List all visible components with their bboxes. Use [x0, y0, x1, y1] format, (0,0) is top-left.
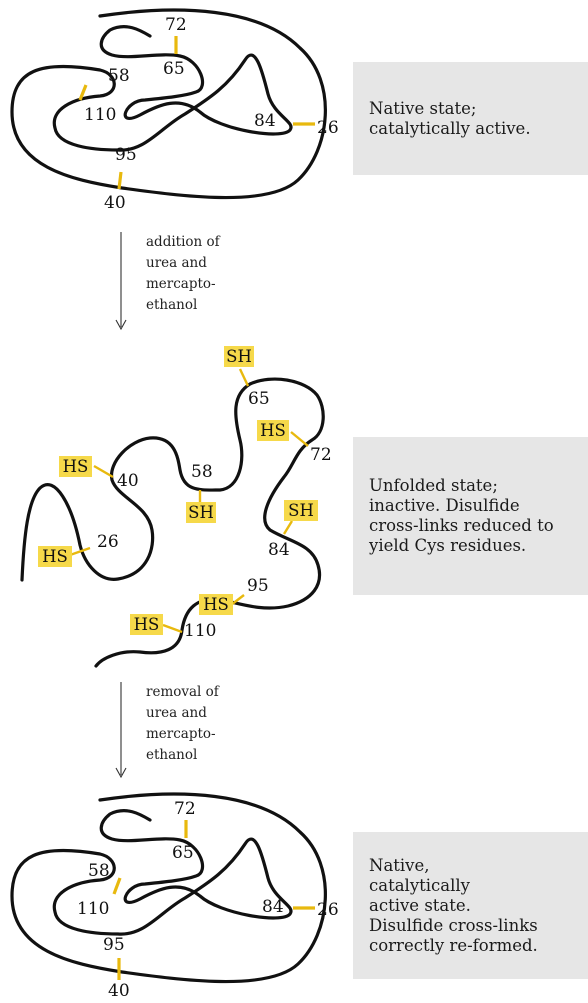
caption-line: Unfolded state; — [369, 476, 498, 495]
step-1-line-4: ethanol — [146, 297, 197, 313]
caption-line: Disulfide cross-links — [369, 915, 538, 935]
residue-72: 72 — [174, 799, 196, 819]
step-1-line-2: urea and — [146, 255, 207, 271]
native-state-caption: Native state; catalytically active. — [353, 62, 588, 175]
svg-text:HS: HS — [134, 615, 160, 634]
step-1-line-1: addition of — [146, 234, 221, 250]
residue-110: 110 — [184, 621, 216, 641]
residue-26: 26 — [317, 118, 339, 138]
disulfide-bond-40-95 — [117, 171, 123, 190]
residue-65: 65 — [172, 843, 194, 863]
caption-line: Native state; — [369, 98, 477, 118]
residue-110: 110 — [84, 105, 116, 125]
renaturation-step: removal of urea and mercapto- ethanol — [115, 682, 220, 779]
residue-58: 58 — [108, 66, 130, 86]
svg-text:SH: SH — [288, 501, 314, 520]
step-2-line-3: mercapto- — [146, 726, 216, 742]
refolded-state-caption: Native, catalytically active state. Disu… — [353, 832, 588, 979]
stick-hs110 — [162, 623, 183, 634]
residue-40: 40 — [117, 471, 139, 491]
step-2-line-4: ethanol — [146, 747, 197, 763]
caption-line: active state. — [369, 895, 471, 915]
caption-line: Native, — [369, 855, 430, 875]
residue-72: 72 — [310, 445, 332, 465]
residue-58: 58 — [191, 462, 213, 482]
caption-line: correctly re-formed. — [369, 935, 538, 955]
svg-text:HS: HS — [203, 595, 229, 614]
thiol-label-hs72: HS — [257, 420, 289, 441]
residue-26: 26 — [97, 532, 119, 552]
renaturation-arrow-head — [115, 767, 127, 779]
thiol-label-sh65: SH — [224, 346, 254, 367]
stick-hs95 — [230, 594, 245, 606]
residue-58: 58 — [88, 861, 110, 881]
stick-sh65 — [238, 368, 250, 387]
residue-95: 95 — [247, 576, 269, 596]
svg-text:HS: HS — [42, 547, 68, 566]
disulfide-bond-58-110 — [112, 877, 122, 895]
svg-text:SH: SH — [226, 347, 252, 366]
thiol-label-hs26: HS — [38, 546, 72, 567]
residue-65: 65 — [163, 59, 185, 79]
thiol-label-sh84: SH — [284, 500, 318, 521]
caption-line: catalytically active. — [369, 118, 531, 138]
step-1-line-3: mercapto- — [146, 276, 216, 292]
residue-65: 65 — [248, 389, 270, 409]
residue-40: 40 — [108, 981, 130, 1001]
stick-hs40 — [93, 464, 114, 479]
refolded-polypeptide-chain — [10, 792, 327, 984]
denaturation-step: addition of urea and mercapto- ethanol — [115, 232, 221, 331]
residue-72: 72 — [165, 15, 187, 35]
svg-text:SH: SH — [188, 503, 214, 522]
native-polypeptide-chain — [10, 8, 327, 200]
unfolded-state-caption: Unfolded state; inactive. Disulfide cros… — [353, 437, 588, 595]
svg-text:HS: HS — [63, 457, 89, 476]
residue-95: 95 — [103, 935, 125, 955]
refolded-protein: 72 65 58 110 84 26 95 40 — [10, 792, 339, 1001]
thiol-label-hs110: HS — [130, 614, 163, 635]
residue-84: 84 — [262, 897, 284, 917]
caption-line: cross-links reduced to — [369, 516, 554, 535]
thiol-label-hs95: HS — [199, 594, 233, 615]
thiol-label-hs40: HS — [59, 456, 92, 477]
stick-hs26 — [69, 546, 91, 557]
stick-hs72 — [290, 431, 309, 447]
residue-84: 84 — [254, 111, 276, 131]
caption-line: yield Cys residues. — [369, 536, 527, 555]
residue-40: 40 — [104, 193, 126, 213]
thiol-label-sh58: SH — [186, 502, 216, 523]
native-protein: 72 65 58 110 84 26 95 40 — [10, 8, 339, 213]
caption-line: catalytically — [369, 875, 471, 895]
disulfide-bond-58-110 — [78, 84, 88, 101]
unfolded-protein: SH HS HS SH HS SH HS HS 6 — [20, 346, 332, 668]
denaturation-arrow-head — [115, 319, 127, 331]
caption-line: inactive. Disulfide — [369, 496, 520, 515]
residue-84: 84 — [268, 540, 290, 560]
svg-text:HS: HS — [260, 421, 286, 440]
step-2-line-2: urea and — [146, 705, 207, 721]
residue-26: 26 — [317, 900, 339, 920]
stick-sh84 — [282, 520, 294, 535]
residue-110: 110 — [77, 899, 109, 919]
residue-95: 95 — [115, 145, 137, 165]
step-2-line-1: removal of — [146, 684, 220, 700]
